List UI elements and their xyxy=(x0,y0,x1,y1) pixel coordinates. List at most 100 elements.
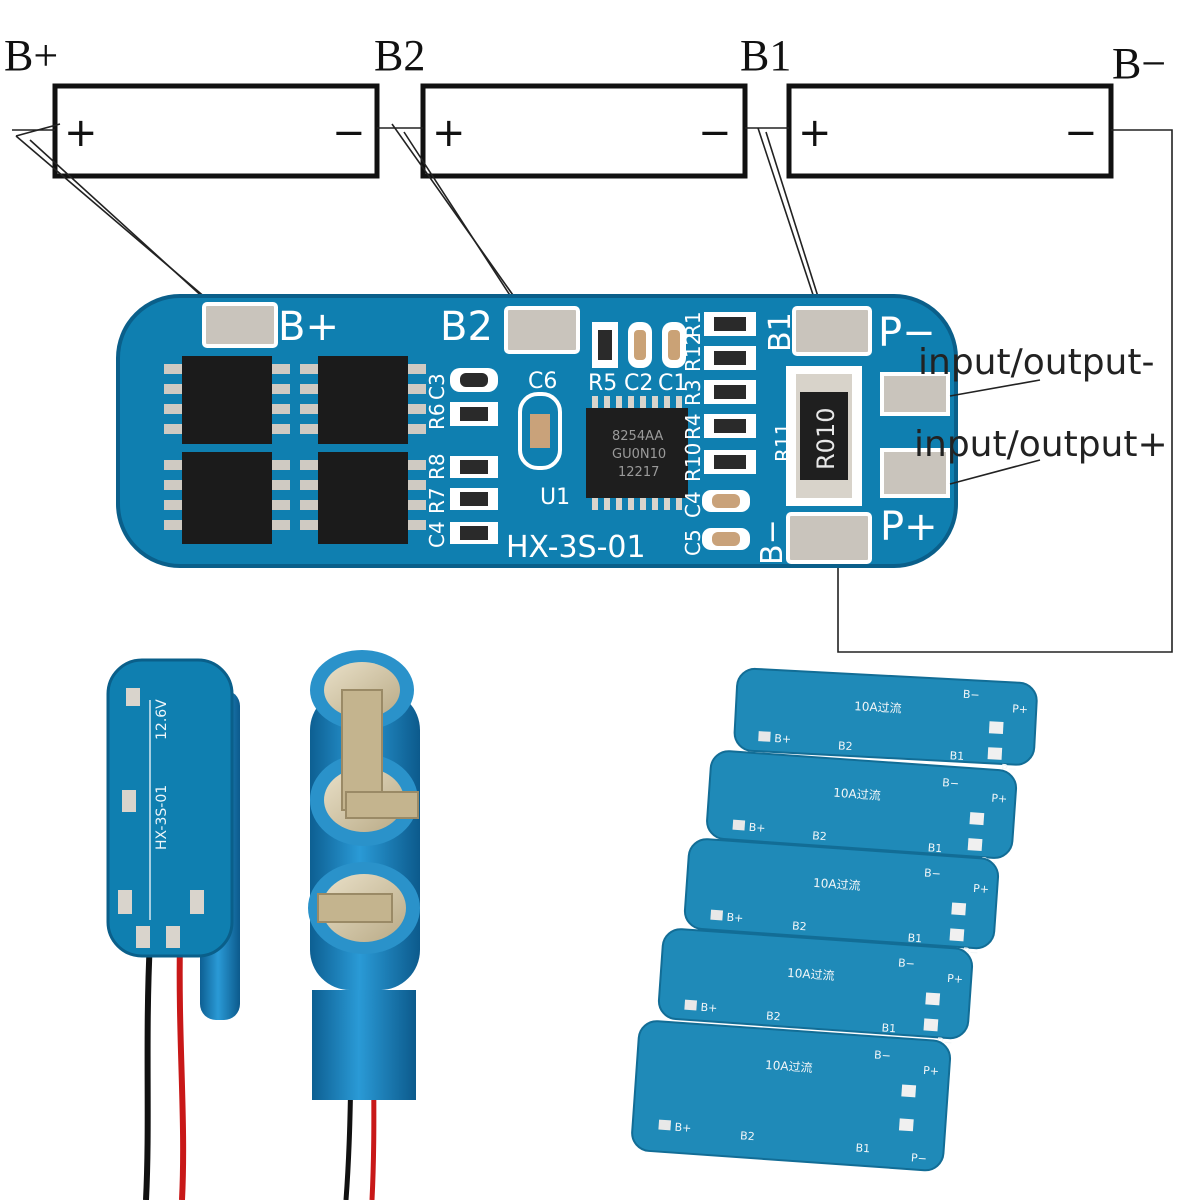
panel-5-bminus: B− xyxy=(874,1048,892,1062)
panel-3-b2: B2 xyxy=(792,919,807,933)
panel-2-bminus: B− xyxy=(942,776,960,790)
panel-4-bplus: B+ xyxy=(700,1001,718,1015)
battery-cell-2 xyxy=(420,83,748,179)
panel-3-pplus: P+ xyxy=(973,882,990,896)
panel-5-b2: B2 xyxy=(740,1129,755,1143)
battery-cell-1 xyxy=(52,83,380,179)
silk-model: HX-3S-01 xyxy=(506,530,646,565)
mosfet-4 xyxy=(318,452,408,544)
panel-2-pplus: P+ xyxy=(991,792,1008,806)
cell-3-plus: + xyxy=(798,110,832,156)
capacitor-c6 xyxy=(518,392,562,470)
panel-board-1 xyxy=(733,667,1038,766)
pad-b-minus xyxy=(786,512,872,564)
panel-3-bplus: B+ xyxy=(726,911,744,925)
terminal-label-b-plus: B+ xyxy=(4,31,58,80)
panel-3-bminus: B− xyxy=(924,866,942,880)
cell-1-plus: + xyxy=(64,110,98,156)
shunt-marking: R010 xyxy=(812,408,840,470)
ic-marking-3: 12217 xyxy=(618,465,659,480)
silk-c1: C1 xyxy=(658,371,687,396)
pad-b-plus xyxy=(202,302,278,348)
battery-series-schematic: B+ B2 B1 B− + − + − + − xyxy=(4,31,1173,653)
panel-1-b1: B1 xyxy=(949,749,964,763)
panel-2-b2: B2 xyxy=(812,829,827,843)
silk-c3: C3 xyxy=(425,373,449,400)
silk-r4: R4 xyxy=(681,413,705,440)
assembled-board xyxy=(106,658,234,958)
panel-1-b2: B2 xyxy=(838,739,853,753)
panel-5-bplus: B+ xyxy=(674,1121,692,1135)
pad-b1 xyxy=(792,306,872,356)
panel-5-pminus: P− xyxy=(911,1151,928,1165)
silk-r5: R5 xyxy=(588,371,617,396)
panel-board-3 xyxy=(683,838,1000,950)
panel-2-current-label: 10A过流 xyxy=(833,786,881,803)
silk-r6: R6 xyxy=(425,403,449,430)
pad-p-minus xyxy=(884,376,946,412)
silk-c4: C4 xyxy=(681,491,705,518)
silk-r10: R10 xyxy=(681,443,705,482)
silk-r3: R3 xyxy=(681,379,705,406)
panel-4-bminus: B− xyxy=(898,956,916,970)
silk-p-minus: P− xyxy=(878,310,936,356)
panel-1-current-label: 10A过流 xyxy=(854,699,902,715)
silk-c2: C2 xyxy=(624,371,653,396)
terminal-label-b2: B2 xyxy=(374,31,425,80)
panel-4-b2: B2 xyxy=(766,1009,781,1023)
silk-b2: B2 xyxy=(440,304,493,350)
mosfet-2 xyxy=(182,452,272,544)
silk-r12: R12 xyxy=(681,333,705,372)
ic-marking-2: GU0N10 xyxy=(612,447,666,462)
panel-4-b1: B1 xyxy=(881,1021,896,1035)
silk-p-plus: P+ xyxy=(880,504,938,550)
silk-c5: C5 xyxy=(681,529,705,556)
io-label-minus: input/output- xyxy=(918,342,1154,383)
battery-cell-3 xyxy=(786,83,1114,179)
panel-4-pplus: P+ xyxy=(947,972,964,986)
photo-panel-boards: 10A过流 B+ B2 B1 B− P+ P− 10A过流 B+ B2 B1 B… xyxy=(631,667,1038,1172)
cell-2-minus: − xyxy=(698,110,732,156)
panel-board-4 xyxy=(657,928,974,1040)
panel-3-b1: B1 xyxy=(907,931,922,945)
silk-r8: R7 xyxy=(425,487,449,514)
terminal-label-b-minus: B− xyxy=(1112,39,1166,88)
silk-b-plus: B+ xyxy=(278,304,339,350)
panel-5-b1: B1 xyxy=(855,1141,870,1155)
assembled-voltage: 12.6V xyxy=(154,699,170,740)
silk-r7: C4 xyxy=(425,521,449,548)
silk-b-minus: B− xyxy=(755,519,790,565)
mosfet-3 xyxy=(318,356,408,444)
mosfet-1 xyxy=(182,356,272,444)
photo-assembled-pack: HX-3S-01 12.6V xyxy=(106,650,420,1200)
panel-board-2 xyxy=(706,750,1018,859)
panel-board-5 xyxy=(631,1020,952,1172)
panel-5-current-label: 10A过流 xyxy=(765,1058,813,1075)
panel-1-bminus: B− xyxy=(963,688,980,702)
bms-board-hx-3s-01: B+ B2 P− P+ B− B1 HX-3S-01 xyxy=(116,294,1168,568)
assembled-model: HX-3S-01 xyxy=(154,785,170,850)
shunt-r11 xyxy=(800,392,848,480)
panel-4-current-label: 10A过流 xyxy=(787,966,835,983)
panel-2-bplus: B+ xyxy=(748,821,766,835)
schematic-wires xyxy=(12,123,1173,653)
silk-c6: C6 xyxy=(528,369,557,394)
panel-5-pplus: P+ xyxy=(923,1064,940,1078)
silk-r1: R1 xyxy=(681,311,705,338)
passives-top xyxy=(592,322,686,368)
panel-2-b1: B1 xyxy=(927,841,942,855)
panel-1-bplus: B+ xyxy=(774,732,791,746)
cell-1-minus: − xyxy=(332,110,366,156)
terminal-label-b1: B1 xyxy=(740,31,791,80)
cell-2-plus: + xyxy=(432,110,466,156)
io-label-plus: input/output+ xyxy=(914,424,1168,465)
ic-u1-body xyxy=(586,408,688,498)
silk-r9: R8 xyxy=(425,453,449,480)
silk-r11: R11 xyxy=(771,423,795,462)
ic-marking-1: 8254AA xyxy=(612,429,663,444)
pad-b2 xyxy=(504,306,580,354)
cell-3-minus: − xyxy=(1064,110,1098,156)
pad-p-plus xyxy=(884,452,946,494)
